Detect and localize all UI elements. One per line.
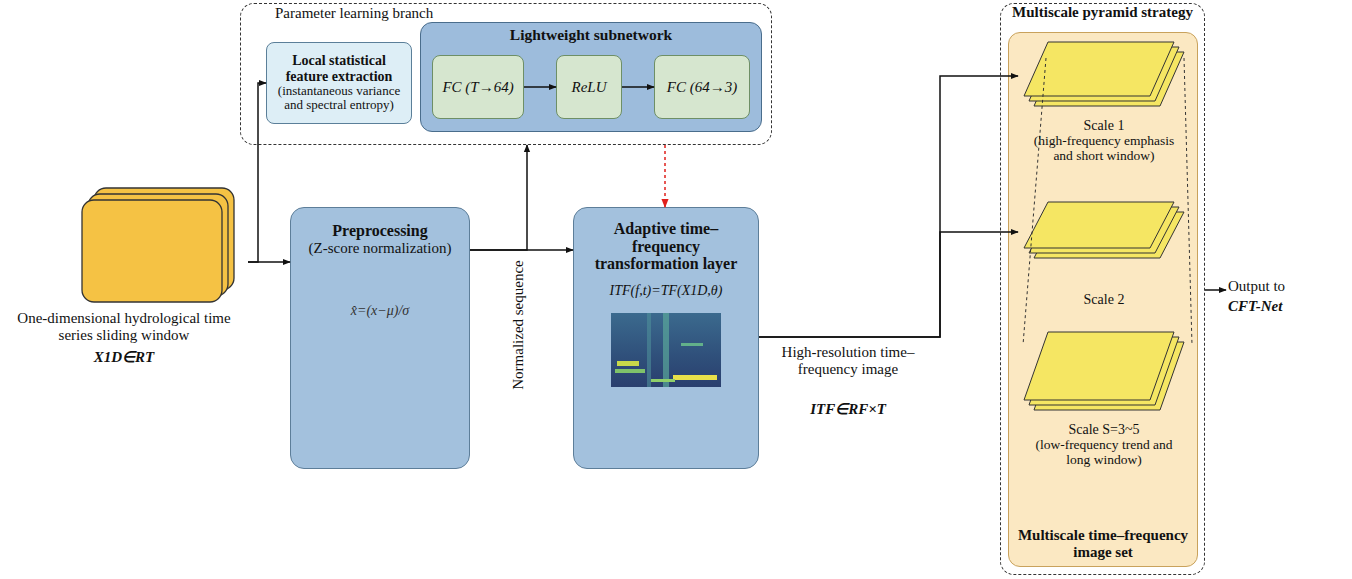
free-label: Output to (1228, 278, 1346, 295)
node-title: Parameter learning branch (275, 5, 433, 22)
node-text: (instantaneous variance and spectral ent… (273, 84, 405, 113)
window-stack (4, 170, 244, 310)
parameter-arrow (664, 145, 666, 207)
flow-arrow (759, 232, 1018, 337)
process-box: FC (64→3) (654, 55, 750, 119)
node-title: One-dimensional hydrological time series… (4, 310, 244, 345)
flow-arrow (248, 83, 266, 262)
node-title: Multiscale pyramid strategy (1012, 4, 1193, 21)
flow-arrow (759, 76, 1018, 337)
process-box: ReLU (556, 55, 622, 119)
spectrogram-image (611, 313, 721, 387)
free-label: ITF∈RF×T (764, 400, 932, 418)
node-title: Multiscale time–frequency image set (1017, 527, 1189, 560)
node-title: Adaptive time–frequency transformation l… (582, 220, 750, 273)
node-title: Lightweight subnetwork (510, 26, 672, 44)
image-sheet-stack (1018, 40, 1190, 118)
node-text: X1D∈RT (94, 348, 155, 366)
process-box: FC (T→64) (432, 55, 524, 119)
flow-arrow (524, 86, 556, 88)
process-box: Lightweight subnetwork FC (T→64) ReLU FC (6… (420, 22, 762, 132)
edge-label: High-resolution time–frequency image (764, 344, 932, 379)
free-label: CFT-Net (1228, 298, 1346, 315)
node-title: FC (64→3) (667, 79, 737, 96)
scale-image: Scale 2 (1018, 200, 1190, 322)
image-sheet-stack (1018, 200, 1190, 270)
node-title: Scale 2 (1084, 292, 1125, 308)
node-text: (low-frequency trend and long window) (1032, 438, 1176, 468)
flow-arrow (470, 145, 527, 250)
process-box: Local statistical feature extraction(ins… (266, 42, 412, 124)
flow-arrow (622, 86, 654, 88)
node-text: x̂=(x−μ)/σ (351, 303, 409, 319)
node-title: ReLU (572, 79, 607, 96)
scale-image: Scale S=3~5(low-frequency trend and long… (1018, 330, 1190, 502)
process-box: Adaptive time–frequency transformation l… (573, 207, 759, 469)
process-box: Preprocessing(Z-score normalization) x̂=(… (290, 207, 470, 469)
scale-image: Scale 1(high-frequency emphasis and shor… (1018, 40, 1190, 192)
image-sheet-stack (1018, 330, 1190, 422)
edge-label: Normalized sequence (510, 255, 530, 395)
node-title: Scale S=3~5 (1068, 422, 1139, 438)
pyramid-guide (1184, 58, 1192, 345)
flow-arrow (248, 261, 290, 263)
node-text: ITF(f,t)=TF(X1D,θ) (610, 283, 723, 299)
output-arrow (1205, 289, 1226, 291)
node-text: (high-frequency emphasis and short windo… (1032, 134, 1176, 164)
pyramid-guide (1023, 58, 1046, 345)
process-box: Multiscale time–frequency image set Scale… (1008, 32, 1198, 567)
node-title: Local statistical feature extraction (273, 53, 405, 84)
flow-arrow (470, 249, 573, 251)
node-title: Scale 1 (1084, 118, 1125, 134)
group-frame: Multiscale pyramid strategyMultiscale ti… (1000, 3, 1205, 575)
process-box: One-dimensional hydrological time series… (0, 170, 248, 408)
node-title: FC (T→64) (442, 79, 513, 96)
node-text: (Z-score normalization) (309, 240, 452, 257)
node-title: Preprocessing (332, 222, 427, 240)
group-frame: Parameter learning branchLocal statistic… (240, 3, 772, 145)
